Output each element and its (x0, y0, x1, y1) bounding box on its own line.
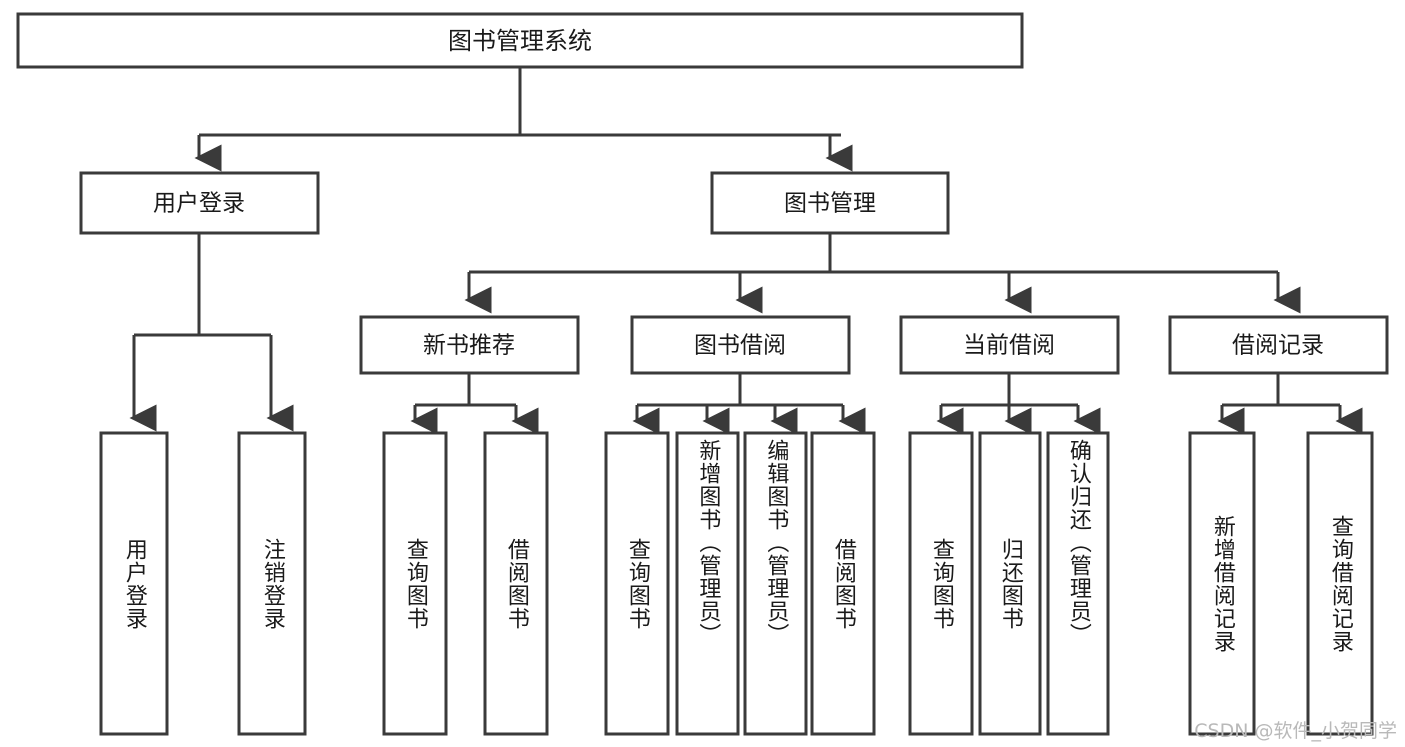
csdn-watermark: CSDN @软件_小贺同学 (1194, 720, 1397, 742)
node-leaf-query-book-3[interactable] (908, 431, 974, 736)
node-book-borrow[interactable]: 图书借阅 (630, 315, 851, 375)
connector-borrowrecord-to-leaves (1217, 373, 1363, 435)
node-leaf-return-book[interactable] (978, 431, 1042, 736)
node-current-borrow[interactable]: 当前借阅 (899, 315, 1120, 375)
node-leaf-add-book[interactable] (675, 431, 740, 736)
node-book-manage-label: 图书管理 (784, 191, 876, 217)
node-root-label: 图书管理系统 (448, 27, 592, 55)
node-new-book-rec-label: 新书推荐 (423, 333, 515, 359)
node-borrow-record-label: 借阅记录 (1232, 333, 1324, 359)
node-leaf-borrow-book-2[interactable] (810, 431, 876, 736)
node-leaf-edit-book[interactable] (743, 431, 808, 736)
node-leaf-query-book-1[interactable] (382, 431, 448, 736)
node-leaf-borrow-book-1[interactable] (483, 431, 549, 736)
node-leaf-user-logout[interactable] (237, 431, 307, 736)
node-user-login-label: 用户登录 (153, 191, 245, 217)
node-book-manage[interactable]: 图书管理 (710, 171, 950, 235)
connector-bookmanage-to-level2 (464, 233, 1301, 314)
connector-newbook-to-leaves (410, 373, 539, 435)
node-borrow-record[interactable]: 借阅记录 (1168, 315, 1389, 375)
connector-userlogin-to-leaves (129, 233, 294, 432)
node-current-borrow-label: 当前借阅 (963, 333, 1055, 359)
node-leaf-add-record[interactable] (1188, 431, 1256, 736)
node-user-login[interactable]: 用户登录 (79, 171, 320, 235)
node-new-book-rec[interactable]: 新书推荐 (359, 315, 580, 375)
connector-bookborrow-to-leaves (632, 373, 866, 435)
node-root[interactable]: 图书管理系统 (16, 12, 1024, 69)
node-book-borrow-label: 图书借阅 (694, 333, 786, 359)
node-leaf-query-book-2[interactable] (604, 431, 670, 736)
node-leaf-query-record[interactable] (1306, 431, 1374, 736)
connector-root-to-level1 (194, 67, 853, 172)
node-leaf-confirm-return[interactable] (1046, 431, 1110, 736)
connector-currentborrow-to-leaves (936, 373, 1101, 435)
node-leaf-user-login[interactable] (99, 431, 169, 736)
